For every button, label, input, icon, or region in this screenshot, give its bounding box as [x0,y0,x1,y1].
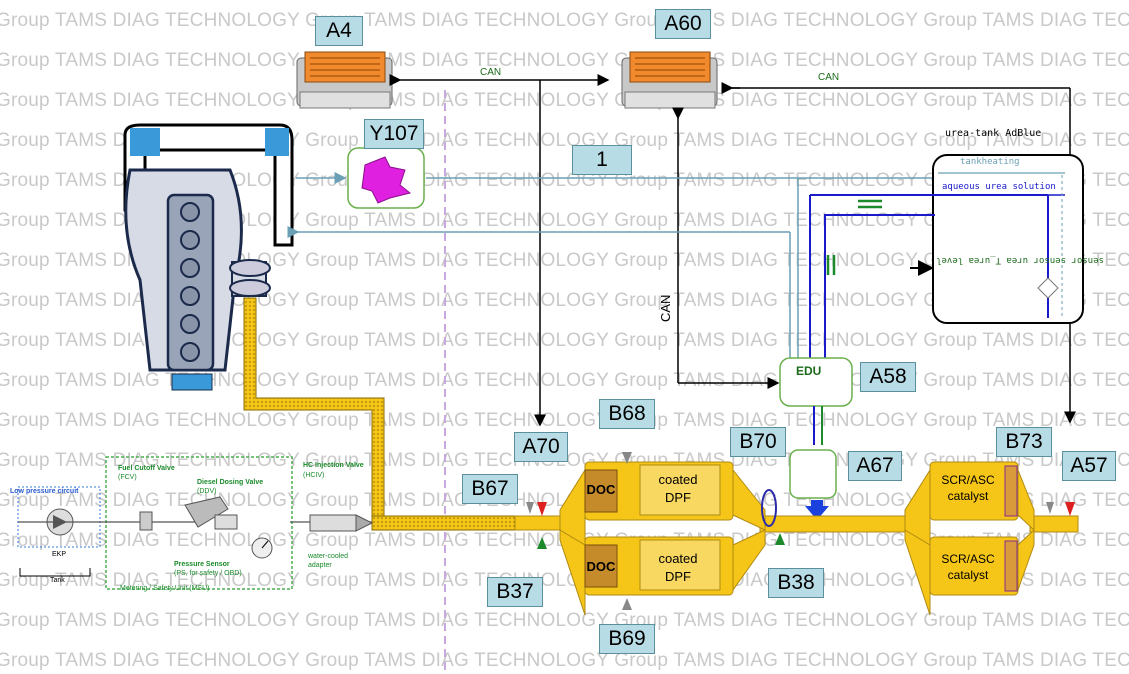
doc-dpf-unit [559,461,766,616]
label-a57: A57 [1062,451,1116,481]
ddv-icon [184,496,229,528]
exhaust-pipe-outlet [1029,515,1079,533]
injection-arrow [805,500,829,520]
scr-label-bottom-1: SCR/ASC [941,552,995,566]
hciv-label-1: HC Injection Valve [303,462,364,469]
label-b67: B67 [462,474,518,504]
tankheating-label: tankheating [960,157,1020,167]
edu-label: EDU [796,364,821,378]
fuel-tank-icon [19,568,91,577]
valve-y107 [347,147,425,209]
ekp-label: EKP [52,551,66,558]
label-a67: A67 [848,451,902,481]
tank-label: Tank [50,577,65,584]
label-b68: B68 [599,399,655,429]
exhaust-pipe-main [371,515,516,531]
low-pressure-box [17,486,101,548]
exhaust-pipe-manifold [243,297,385,531]
engine [123,123,294,391]
adapter-label-2: adapter [308,562,332,569]
hciv-label-2: (HCIV) [303,472,324,479]
hciv-icon [309,514,357,532]
sensor-markers [526,452,1075,610]
aqueous-label: aqueous urea solution [942,182,1056,192]
fcv-label-1: Fuel Cutoff Valve [118,465,175,472]
label-1: 1 [572,145,632,175]
can-label-top-right: CAN [818,72,839,83]
scr-label-bottom-2: catalyst [948,568,989,582]
label-a60: A60 [655,9,711,39]
label-y107: Y107 [364,119,424,149]
ps-label-2: (PS, for safety / OBD) [174,570,242,577]
sensor-label: sensor sensor urea T_urea level [936,255,1104,265]
label-a70: A70 [514,432,568,462]
label-b37: B37 [487,577,543,607]
dpf-label-top-1: coated [658,472,697,487]
label-b38: B38 [768,568,824,598]
ecu-a4 [296,51,393,109]
label-a58: A58 [860,362,916,392]
exhaust-pipe-inlet [514,515,566,531]
edu-box [779,357,853,407]
label-b70: B70 [730,427,786,457]
urea-tank-title: urea-tank AdBlue [945,128,1041,139]
label-b69: B69 [599,624,655,654]
msu-box [105,456,293,590]
ddv-label-1: Diesel Dosing Valve [197,479,263,486]
dpf-label-bottom-2: DPF [665,569,691,584]
can-label-top-left: CAN [480,67,501,78]
exhaust-pipe-middle [759,515,911,533]
adapter-label-1: water-cooled [307,553,348,560]
low-pressure-label: Low pressure circuit [10,488,79,495]
ddv-label-2: (DDV) [197,488,216,495]
label-a4: A4 [315,16,363,46]
a67-box [789,449,837,499]
dpf-label-top-2: DPF [665,490,691,505]
label-b73: B73 [996,427,1052,457]
scr-label-top-2: catalyst [948,489,989,503]
fcv-label-2: (FCV) [118,474,137,481]
doc-label-bottom: DOC [587,559,617,574]
msu-label: Metering / Safety Unit (MSU) [120,585,209,592]
urea-tank [932,154,1084,324]
doc-label-top: DOC [587,482,617,497]
fcv-icon [139,511,153,531]
scr-asc-unit [904,461,1035,616]
can-label-vertical: CAN [658,295,673,322]
ecu-a60 [621,51,718,109]
urea-line-return [824,214,935,360]
ps-label-1: Pressure Sensor [174,561,230,568]
scr-label-top-1: SCR/ASC [941,473,995,487]
dpf-label-bottom-1: coated [658,551,697,566]
